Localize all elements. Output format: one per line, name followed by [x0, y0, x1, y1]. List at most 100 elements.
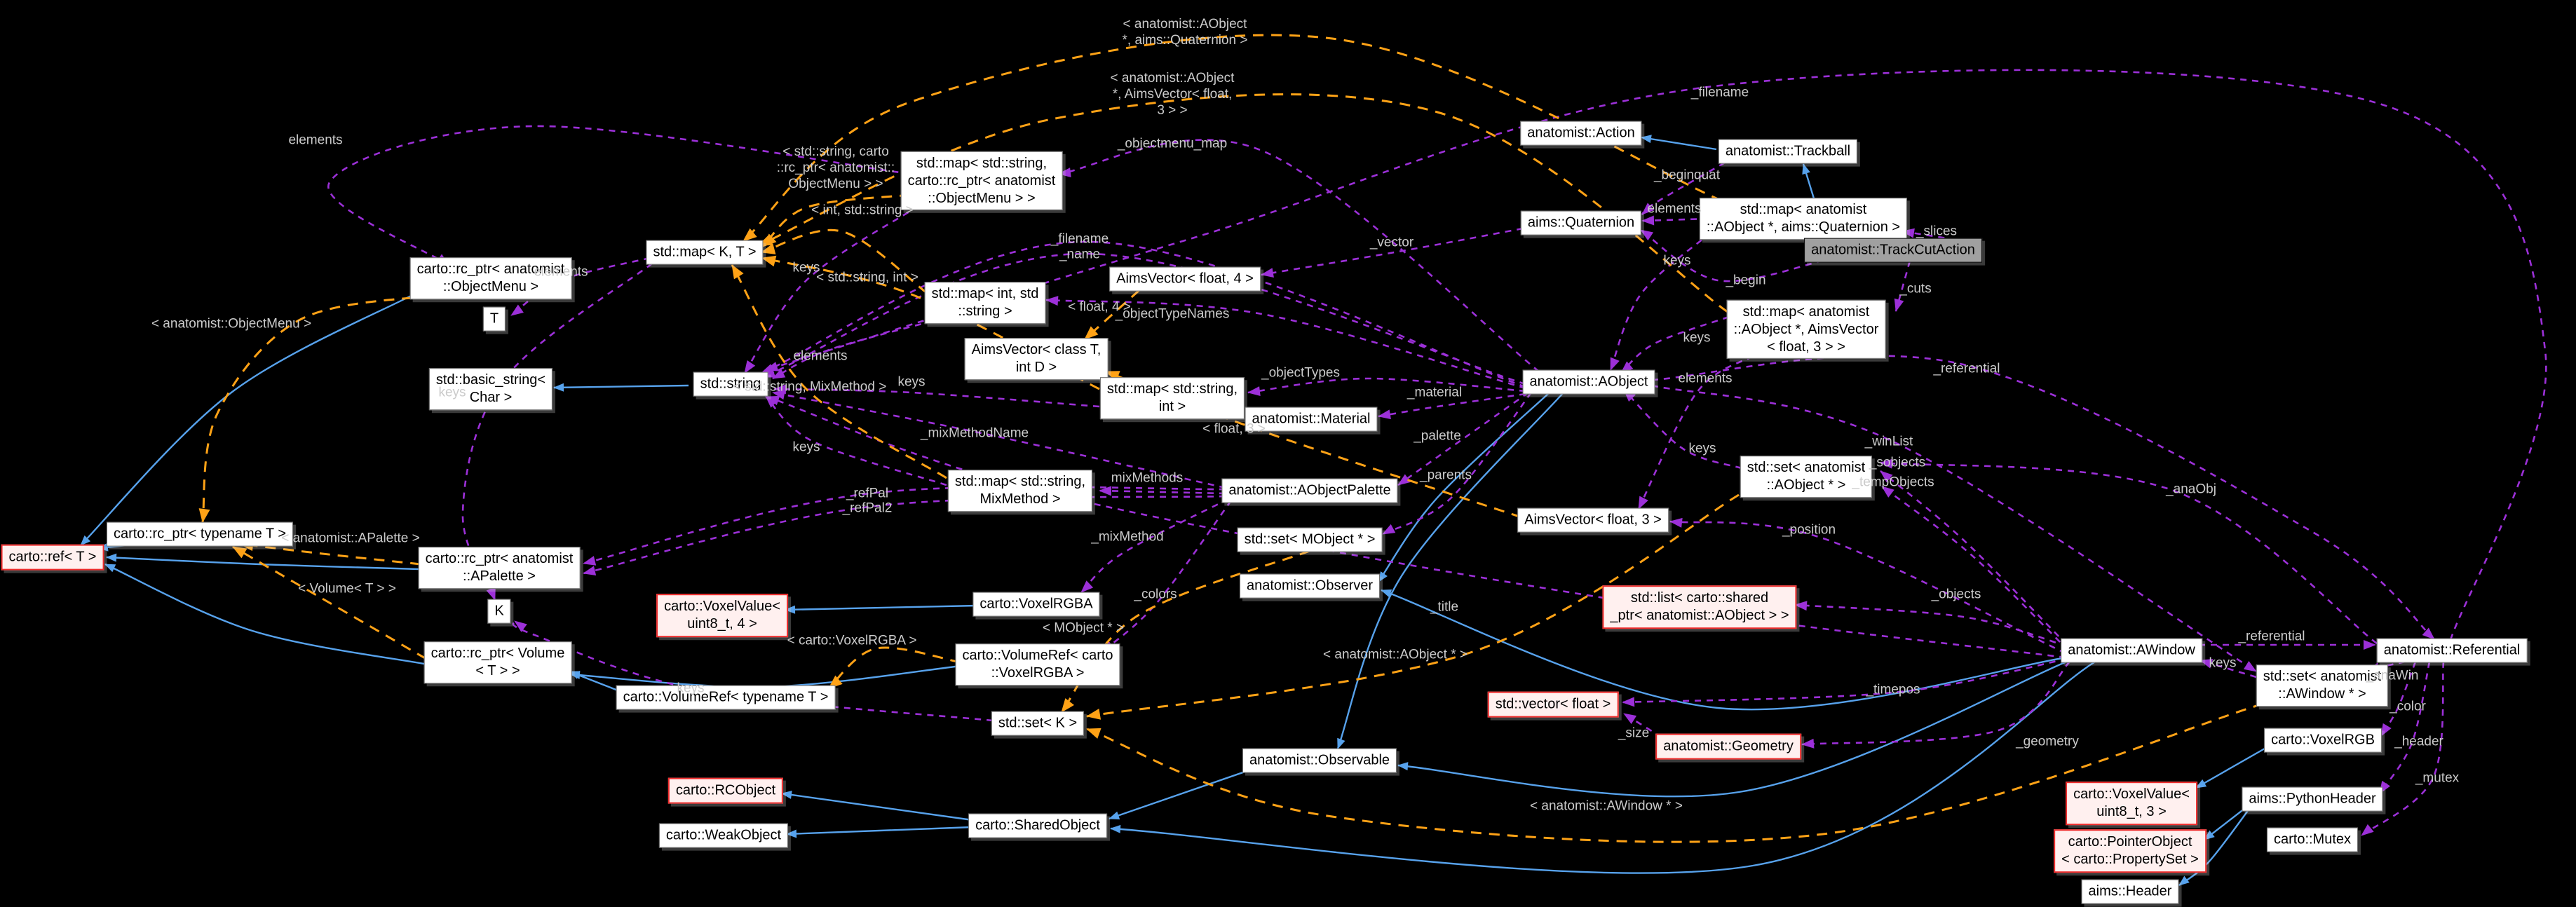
node-carto-rc-ptr-apalette[interactable]: carto::rc_ptr< anatomist ::APalette > [418, 547, 581, 589]
inheritance-edge [553, 383, 689, 392]
node-carto-volumeref-typename-t[interactable]: carto::VolumeRef< typename T > [616, 685, 836, 710]
node-aimsvector-float-3[interactable]: AimsVector< float, 3 > [1517, 507, 1669, 533]
member-edge [1623, 389, 1742, 470]
node-std-map-string-int[interactable]: std::map< std::string, int > [1099, 377, 1245, 419]
member-edge [766, 395, 2066, 659]
node-std-set-mobject[interactable]: std::set< MObject * > [1237, 527, 1383, 552]
member-edge [1620, 315, 1730, 374]
node-std-map-aobject-quaternion[interactable]: std::map< anatomist ::AObject *, aims::Q… [1699, 198, 1908, 240]
node-anatomist-action[interactable]: anatomist::Action [1520, 121, 1642, 146]
member-edge [1641, 215, 1709, 226]
node-carto-rc-ptr-typename-t[interactable]: carto::rc_ptr< typename T > [106, 521, 294, 547]
node-aims-header[interactable]: aims::Header [2081, 879, 2179, 904]
member-edge [761, 240, 1526, 388]
member-edge [2380, 661, 2417, 737]
member-edge [1794, 601, 2068, 648]
node-anatomist-observer[interactable]: anatomist::Observer [1239, 573, 1381, 599]
member-edge [743, 205, 919, 374]
node-k-param[interactable]: K [487, 599, 511, 624]
node-std-map-string-mixmethod[interactable]: std::map< std::string, MixMethod > [947, 470, 1093, 512]
node-std-basic-string[interactable]: std::basic_string< Char > [428, 368, 553, 410]
node-carto-voxelrgba[interactable]: carto::VoxelRGBA [972, 592, 1100, 617]
template-edge [758, 93, 1728, 313]
inheritance-edge [786, 826, 973, 838]
node-std-list-shared-ptr-aobject[interactable]: std::list< carto::shared _ptr< anatomist… [1602, 585, 1797, 629]
node-carto-ref-t[interactable]: carto::ref< T > [1, 544, 104, 571]
node-aims-quaternion[interactable]: aims::Quaternion [1520, 210, 1642, 236]
member-edge [1894, 260, 1911, 312]
member-edge [765, 69, 2547, 641]
node-carto-rc-ptr-objectmenu[interactable]: carto::rc_ptr< anatomist ::ObjectMenu > [409, 257, 572, 299]
member-edge [327, 125, 911, 266]
node-aimsvector-float-4[interactable]: AimsVector< float, 4 > [1109, 266, 1261, 292]
template-edge [232, 545, 427, 660]
template-edge [761, 255, 1100, 390]
node-carto-pointerobject-propertyset[interactable]: carto::PointerObject < carto::PropertySe… [2054, 829, 2206, 873]
inheritance-edge [2195, 744, 2270, 789]
member-edge [1640, 229, 1824, 282]
inheritance-edge [1397, 660, 2069, 798]
member-edge [1045, 296, 1526, 390]
node-std-set-k[interactable]: std::set< K > [991, 711, 1085, 736]
member-edge [1669, 517, 2066, 655]
node-anatomist-awindow[interactable]: anatomist::AWindow [2061, 638, 2202, 663]
inheritance-edge [80, 293, 414, 546]
member-edge [583, 495, 1226, 575]
node-carto-voxelvalue-uint8-4[interactable]: carto::VoxelValue< uint8_t, 4 > [656, 594, 788, 637]
template-edge [1086, 493, 1740, 720]
template-edge [239, 540, 421, 566]
node-std-map-aobject-aimsvector[interactable]: std::map< anatomist ::AObject *, AimsVec… [1726, 299, 1886, 360]
node-anatomist-referential[interactable]: anatomist::Referential [2376, 638, 2528, 663]
node-std-set-aobject[interactable]: std::set< anatomist ::AObject * > [1740, 456, 1873, 498]
node-carto-voxelvalue-uint8-3[interactable]: carto::VoxelValue< uint8_t, 3 > [2066, 782, 2197, 825]
inheritance-edge [1109, 767, 1256, 820]
node-anatomist-geometry[interactable]: anatomist::Geometry [1655, 733, 1801, 760]
member-edge [1058, 139, 1540, 373]
node-anatomist-aobject[interactable]: anatomist::AObject [1522, 369, 1655, 395]
member-edge [772, 390, 1226, 489]
member-edge [1637, 355, 1754, 510]
node-carto-voxelrgb[interactable]: carto::VoxelRGB [2264, 728, 2382, 753]
template-edge [731, 264, 947, 479]
node-std-map-string-objectmenu[interactable]: std::map< std::string, carto::rc_ptr< an… [900, 151, 1063, 211]
inheritance-edge [1336, 392, 1564, 749]
node-carto-sharedobject[interactable]: carto::SharedObject [968, 813, 1107, 838]
member-edge [765, 395, 947, 486]
template-edge [827, 646, 961, 690]
node-anatomist-aobjectpalette[interactable]: anatomist::AObjectPalette [1221, 478, 1398, 503]
node-anatomist-trackcutaction: anatomist::TrackCutAction [1804, 238, 1982, 263]
node-t-param[interactable]: T [482, 306, 506, 332]
node-anatomist-material[interactable]: anatomist::Material [1245, 407, 1378, 432]
inheritance-edge [1110, 660, 2097, 874]
template-edge [1105, 370, 1522, 519]
node-std-map-int-string[interactable]: std::map< int, std ::string > [924, 282, 1046, 324]
node-anatomist-trackball[interactable]: anatomist::Trackball [1718, 139, 1858, 164]
member-edge [1641, 161, 1726, 215]
node-carto-weakobject[interactable]: carto::WeakObject [658, 823, 789, 848]
inheritance-edge [2204, 805, 2249, 840]
node-carto-rcobject[interactable]: carto::RCObject [667, 777, 784, 804]
node-std-set-awindow[interactable]: std::set< anatomist ::AWindow * > [2256, 664, 2389, 707]
member-edge [1651, 355, 2435, 640]
member-edge [2361, 661, 2445, 837]
node-std-string[interactable]: std::string [693, 371, 768, 397]
member-edge [1880, 458, 2378, 645]
member-edge [1609, 232, 1711, 371]
node-carto-volumeref-voxelrgba[interactable]: carto::VolumeRef< carto ::VoxelRGBA > [955, 643, 1120, 686]
node-std-vector-float[interactable]: std::vector< float > [1487, 691, 1619, 718]
node-std-map-k-t[interactable]: std::map< K, T > [646, 240, 764, 265]
member-edge [1080, 498, 1229, 593]
node-aimsvector-class-t-int-d[interactable]: AimsVector< class T, int D > [964, 338, 1109, 380]
inheritance-edge [1641, 135, 1717, 151]
member-edge [583, 486, 1226, 566]
inheritance-edge [781, 790, 973, 821]
member-edge [1881, 485, 2069, 651]
node-anatomist-observable[interactable]: anatomist::Observable [1242, 748, 1397, 773]
node-carto-rc-ptr-volume[interactable]: carto::rc_ptr< Volume < T > > [423, 641, 572, 683]
node-aims-pythonheader[interactable]: aims::PythonHeader [2242, 786, 2383, 812]
member-edge [1247, 377, 1526, 396]
template-edge [1083, 289, 1141, 341]
node-carto-mutex[interactable]: carto::Mutex [2266, 827, 2359, 852]
